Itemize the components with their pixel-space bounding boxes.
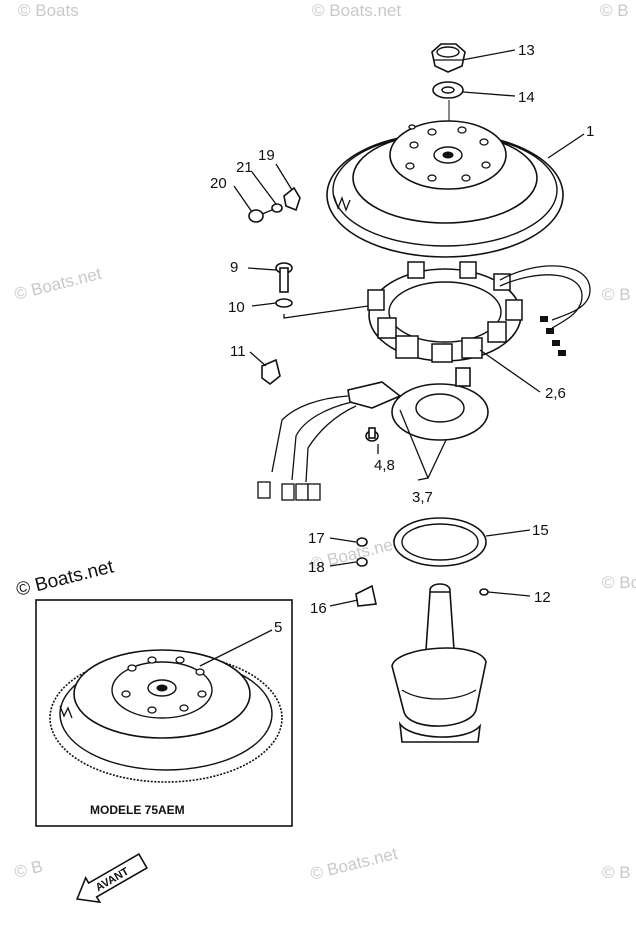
callout-4-8: 4,8 (374, 457, 395, 474)
watermark: © Boats (18, 1, 79, 20)
watermark: © B (600, 1, 629, 20)
callout-9: 9 (230, 259, 238, 276)
watermark: © Boats.net (312, 1, 401, 20)
callout-19: 19 (258, 147, 275, 164)
watermark: © Boats.net (12, 264, 103, 304)
callouts: 13 14 1 19 21 20 9 10 11 2,6 4,8 3,7 15 … (210, 42, 594, 636)
stator-part (367, 261, 591, 363)
watermark: © B (12, 857, 44, 882)
plate-bolt-part (355, 537, 377, 607)
flywheel-75aem-part (49, 649, 283, 783)
pulser-base-part (257, 367, 489, 501)
nut-part (431, 43, 466, 73)
callout-3-7: 3,7 (412, 489, 433, 506)
base-screw-part (365, 427, 379, 442)
callout-20: 20 (210, 175, 227, 192)
flywheel-part (326, 120, 564, 258)
callout-14: 14 (518, 89, 535, 106)
bolt-part (275, 262, 293, 293)
direction-arrow: AVANT (75, 852, 149, 904)
washer-part (432, 81, 464, 99)
callout-2-6: 2,6 (545, 385, 566, 402)
callout-18: 18 (308, 559, 325, 576)
callout-17: 17 (308, 530, 325, 547)
callout-15: 15 (532, 522, 549, 539)
callout-12: 12 (534, 589, 551, 606)
callout-1: 1 (586, 123, 594, 140)
watermark-dark: © Boats.net (14, 556, 116, 601)
watermark: © B (602, 863, 631, 882)
key-part (479, 588, 489, 596)
callout-11: 11 (230, 343, 246, 360)
watermark: © Boats.net (308, 844, 399, 884)
callout-13: 13 (518, 42, 535, 59)
callout-5: 5 (274, 619, 282, 636)
leader-lines (199, 49, 585, 667)
retaining-ring-part (393, 517, 487, 567)
inset-caption: MODELE 75AEM (90, 803, 185, 817)
inset-frame (35, 599, 293, 827)
screw-clip-part (248, 186, 301, 223)
clamp-part (261, 358, 281, 386)
crankshaft-part (391, 583, 487, 743)
callout-21: 21 (236, 159, 253, 176)
callout-16: 16 (310, 600, 327, 617)
bolt-washer-part (275, 298, 293, 308)
watermark: © Boats.net (602, 573, 636, 592)
callout-10: 10 (228, 299, 245, 316)
watermark: © B (602, 285, 631, 304)
